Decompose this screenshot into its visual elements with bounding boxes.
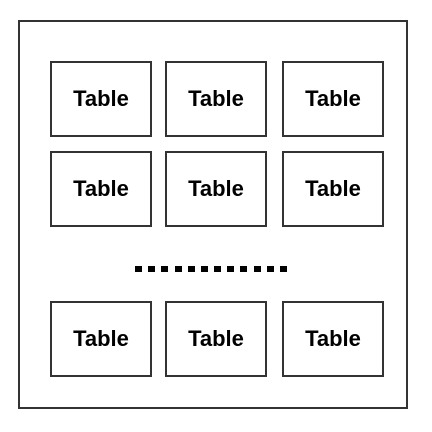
- ellipsis-dot: [135, 266, 142, 272]
- table-box: Table: [282, 301, 384, 377]
- ellipsis-divider: [135, 266, 287, 272]
- ellipsis-dot: [240, 266, 248, 272]
- table-box: Table: [165, 151, 267, 227]
- ellipsis-dot: [279, 266, 287, 272]
- table-box: Table: [50, 301, 152, 377]
- ellipsis-dot: [200, 266, 208, 272]
- table-row: Table Table Table: [50, 151, 384, 227]
- table-row: Table Table Table: [50, 61, 384, 137]
- ellipsis-dot: [266, 266, 274, 272]
- table-box: Table: [165, 61, 267, 137]
- table-box: Table: [282, 61, 384, 137]
- table-box: Table: [282, 151, 384, 227]
- table-box: Table: [165, 301, 267, 377]
- ellipsis-dot: [227, 266, 235, 272]
- ellipsis-dot: [187, 266, 195, 272]
- ellipsis-dot: [161, 266, 169, 272]
- table-box: Table: [50, 151, 152, 227]
- container-frame: Table Table Table Table Table Table Tabl…: [18, 20, 408, 409]
- ellipsis-dot: [174, 266, 182, 272]
- ellipsis-dot: [253, 266, 261, 272]
- table-box: Table: [50, 61, 152, 137]
- table-row: Table Table Table: [50, 301, 384, 377]
- ellipsis-dot: [214, 266, 222, 272]
- ellipsis-dot: [148, 266, 156, 272]
